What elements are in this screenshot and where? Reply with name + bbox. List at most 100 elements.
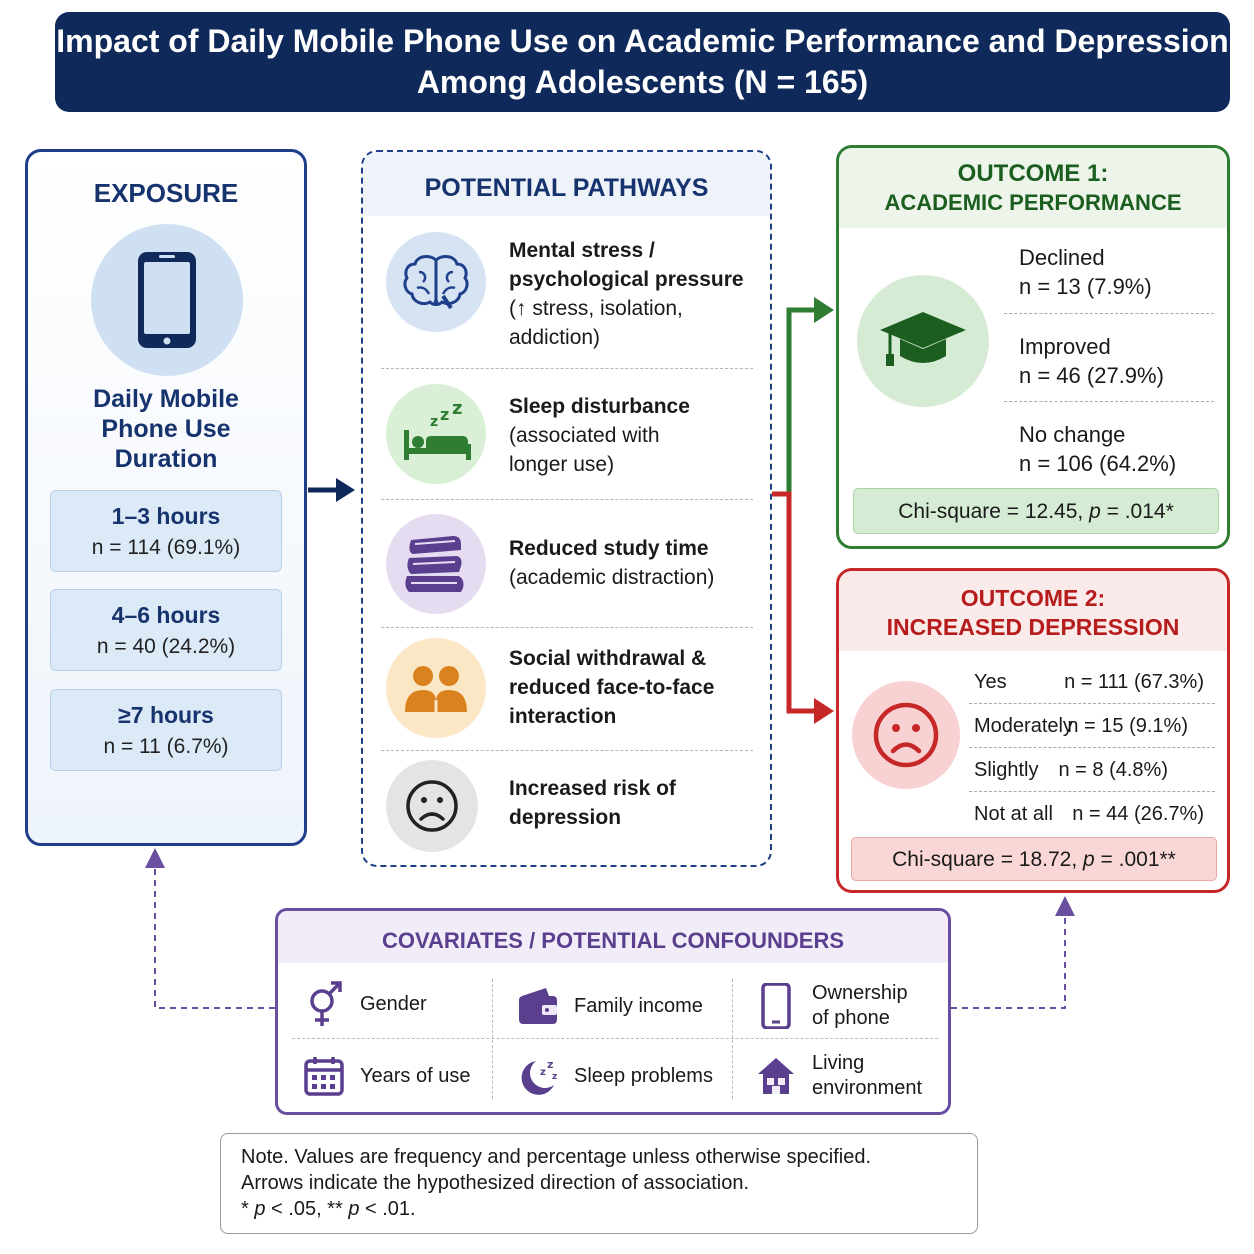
pathway-detail-line: addiction): [509, 326, 601, 349]
svg-text:z: z: [547, 1058, 553, 1071]
outcome-divider: [969, 703, 1215, 704]
duration-count: n = 114 (69.1%): [91, 536, 241, 559]
covariate-gender: Gender: [302, 979, 427, 1029]
note-p: p: [348, 1198, 360, 1220]
svg-text:z: z: [552, 1072, 557, 1082]
covariates-to-outcome2-arrow: [951, 914, 1066, 1009]
academic-improved: Improved n = 46 (27.9%): [1019, 332, 1164, 390]
outcome-label: Improved: [1019, 334, 1111, 359]
sad-face-icon: [386, 760, 478, 852]
outcome-count: n = 46 (27.9%): [1019, 363, 1164, 388]
pathway-title-line: reduced face-to-face: [509, 676, 715, 699]
sad-face-icon: [852, 681, 960, 789]
note-text: < .05, **: [265, 1198, 349, 1220]
pathway-reduced-study-time: Reduced study time (academic distraction…: [509, 534, 759, 592]
depression-yes: Yes n = 111 (67.3%): [974, 667, 1214, 697]
books-icon: [386, 514, 486, 614]
covariate-label-line: Living: [812, 1052, 865, 1074]
covariate-years-of-use: Years of use: [302, 1051, 470, 1101]
pathway-sleep-disturbance: Sleep disturbance (associated with longe…: [509, 392, 759, 479]
outcome-count: n = 44 (26.7%): [1072, 803, 1204, 825]
chi-text: Chi-square = 18.72,: [892, 848, 1084, 871]
pathway-divider: [381, 750, 753, 751]
note-box: Note. Values are frequency and percentag…: [220, 1133, 978, 1234]
bed-sleep-icon: z z z: [386, 384, 486, 484]
outcome2-heading-line-1: OUTCOME 2:: [960, 585, 1106, 611]
outcome-divider: [1004, 313, 1214, 314]
chi-text: Chi-square = 12.45,: [898, 500, 1090, 523]
duration-label: ≥7 hours: [118, 702, 214, 728]
covariates-panel: COVARIATES / POTENTIAL CONFOUNDERS Gende…: [275, 908, 951, 1115]
covariate-label-line: environment: [812, 1077, 923, 1099]
exposure-label-line-1: Daily Mobile: [93, 385, 239, 413]
pathway-title-line: depression: [509, 806, 622, 829]
pathways-to-outcome2-arrowhead: [814, 698, 834, 724]
svg-text:z: z: [440, 405, 449, 424]
graduation-cap-icon: [857, 275, 989, 407]
covariates-to-exposure-arrow: [154, 866, 275, 1009]
academic-no-change: No change n = 106 (64.2%): [1019, 420, 1176, 478]
note-text: *: [241, 1198, 255, 1220]
covariate-label-line: of phone: [812, 1007, 890, 1029]
outcome-label: Declined: [1019, 245, 1105, 270]
pathways-to-outcome1-arrow: [772, 307, 818, 497]
pathway-divider: [381, 499, 753, 500]
gender-icon: [302, 981, 346, 1026]
exposure-label-line-3: Duration: [114, 445, 218, 473]
pathways-to-outcome2-arrow: [772, 491, 818, 714]
covariates-to-outcome2-arrowhead: [1055, 896, 1075, 916]
outcome-count: n = 106 (64.2%): [1019, 451, 1177, 476]
depression-moderately: Moderately n = 15 (9.1%): [974, 711, 1214, 741]
title-bar: Impact of Daily Mobile Phone Use on Acad…: [55, 12, 1230, 112]
covariate-divider: [492, 979, 493, 1099]
outcome-count: n = 8 (4.8%): [1058, 759, 1168, 781]
duration-box-1-3: 1–3 hours n = 114 (69.1%): [50, 490, 282, 572]
exposure-heading: EXPOSURE: [93, 178, 239, 208]
covariate-label: Sleep problems: [574, 1064, 713, 1087]
outcome2-chi-square: Chi-square = 18.72, p = .001**: [851, 837, 1217, 881]
covariate-label: Living environment: [812, 1051, 922, 1101]
title-line-1: Impact of Daily Mobile Phone Use on Acad…: [56, 23, 1229, 59]
covariates-to-exposure-arrowhead: [145, 848, 165, 868]
pathway-title-line: interaction: [509, 705, 617, 728]
duration-box-4-6: 4–6 hours n = 40 (24.2%): [50, 589, 282, 671]
note-line-3: * p < .05, ** p < .01.: [241, 1196, 957, 1222]
outcome-divider: [969, 747, 1215, 748]
svg-text:z: z: [430, 414, 438, 430]
outcome1-chi-square: Chi-square = 12.45, p = .014*: [853, 488, 1219, 534]
exposure-to-pathways-arrowhead: [336, 478, 355, 502]
duration-label: 4–6 hours: [111, 602, 221, 628]
pathway-depression-risk: Increased risk of depression: [509, 774, 759, 832]
pathways-heading: POTENTIAL PATHWAYS: [363, 152, 770, 216]
pathway-mental-stress: Mental stress / psychological pressure (…: [509, 236, 759, 352]
phone-icon: [91, 224, 243, 376]
outcome-label: Moderately: [974, 715, 1073, 737]
people-icon: [386, 638, 486, 738]
outcome1-heading-line-1: OUTCOME 1:: [957, 160, 1109, 187]
duration-box-7-plus: ≥7 hours n = 11 (6.7%): [50, 689, 282, 771]
outcome-count: n = 111 (67.3%): [1064, 671, 1204, 693]
covariate-living-environment: Living environment: [754, 1051, 922, 1101]
outcome-label: Not at all: [974, 803, 1053, 825]
note-text: < .01.: [359, 1198, 416, 1220]
outcome-label: Slightly: [974, 759, 1039, 781]
covariate-sleep-problems: z z z Sleep problems: [516, 1051, 713, 1101]
covariate-family-income: Family income: [516, 981, 703, 1031]
svg-text:z: z: [452, 404, 462, 419]
exposure-label: Daily Mobile Phone Use Duration: [28, 384, 304, 474]
covariates-heading: COVARIATES / POTENTIAL CONFOUNDERS: [278, 911, 948, 963]
covariate-label: Family income: [574, 994, 703, 1017]
note-p: p: [254, 1198, 266, 1220]
depression-slightly: Slightly n = 8 (4.8%): [974, 755, 1214, 785]
moon-sleep-icon: z z z: [516, 1054, 560, 1098]
svg-text:z: z: [540, 1067, 546, 1078]
pathway-divider: [381, 368, 753, 369]
pathways-to-outcome1-arrowhead: [814, 297, 834, 323]
pathway-title-line: Mental stress /: [509, 239, 655, 262]
chi-p: p: [1083, 848, 1095, 871]
outcome1-heading-line-2: ACADEMIC PERFORMANCE: [884, 190, 1182, 215]
outcome2-heading: OUTCOME 2: INCREASED DEPRESSION: [839, 571, 1227, 651]
pathway-detail-line: (associated with: [509, 424, 660, 447]
duration-count: n = 11 (6.7%): [103, 735, 229, 758]
